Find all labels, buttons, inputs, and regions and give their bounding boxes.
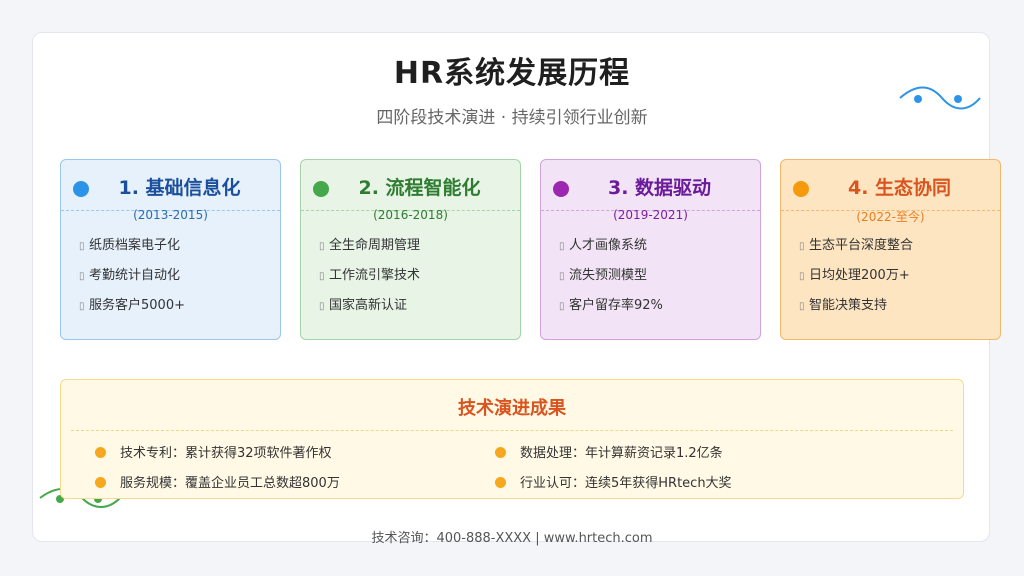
stage-card-3: 3. 数据驱动 (2019-2021) ▯ 人才画像系统 ▯ 流失预测模型 ▯ 客户留… — [540, 159, 761, 340]
bullet-icon: ▯ — [799, 301, 805, 312]
stage-title: 3. 数据驱动 — [607, 177, 712, 199]
result-item-text: 数据处理：年计算薪资记录1.2亿条 — [520, 446, 723, 461]
list-item: ▯ 人才画像系统 — [559, 236, 663, 266]
stage-item-list: ▯ 纸质档案电子化 ▯ 考勤统计自动化 ▯ 服务客户5000+ — [79, 236, 185, 326]
list-item-text: 客户留存率92% — [569, 298, 663, 313]
list-item: ▯ 生态平台深度整合 — [799, 236, 913, 266]
list-item: ▯ 纸质档案电子化 — [79, 236, 185, 266]
stage-dot-icon — [793, 181, 809, 197]
list-item-text: 全生命周期管理 — [329, 238, 421, 253]
list-item: ▯ 考勤统计自动化 — [79, 266, 185, 296]
list-item: ▯ 流失预测模型 — [559, 266, 663, 296]
list-item-text: 流失预测模型 — [569, 268, 648, 283]
list-item: ▯ 服务客户5000+ — [79, 296, 185, 326]
stage-dot-icon — [313, 181, 329, 197]
stage-header: 4. 生态协同 (2022-至今) — [781, 160, 1000, 224]
result-item-text: 行业认可：连续5年获得HRtech大奖 — [520, 476, 732, 491]
result-item: 行业认可：连续5年获得HRtech大奖 — [495, 472, 732, 491]
bullet-icon: ▯ — [799, 241, 805, 252]
stage-header: 3. 数据驱动 (2019-2021) — [541, 160, 760, 222]
bullet-icon: ▯ — [799, 271, 805, 282]
list-item: ▯ 工作流引擎技术 — [319, 266, 420, 296]
stage-card-2: 2. 流程智能化 (2016-2018) ▯ 全生命周期管理 ▯ 工作流引擎技术 ▯… — [300, 159, 521, 340]
list-item-text: 人才画像系统 — [569, 238, 648, 253]
stage-card-1: 1. 基础信息化 (2013-2015) ▯ 纸质档案电子化 ▯ 考勤统计自动化 ▯… — [60, 159, 281, 340]
list-item: ▯ 国家高新认证 — [319, 296, 420, 326]
list-item-text: 考勤统计自动化 — [89, 268, 181, 283]
stage-dot-icon — [553, 181, 569, 197]
list-item: ▯ 客户留存率92% — [559, 296, 663, 326]
bullet-icon: ▯ — [79, 241, 85, 252]
list-item-text: 纸质档案电子化 — [89, 238, 181, 253]
results-title: 技术演进成果 — [458, 398, 566, 419]
result-item: 数据处理：年计算薪资记录1.2亿条 — [495, 442, 723, 461]
bullet-icon: ▯ — [319, 271, 325, 282]
stage-years: (2022-至今) — [856, 210, 925, 224]
stage-title: 1. 基础信息化 — [118, 177, 241, 199]
bullet-icon: ▯ — [559, 241, 565, 252]
result-dot-icon — [495, 447, 506, 458]
result-dot-icon — [95, 477, 106, 488]
stage-years: (2019-2021) — [613, 208, 688, 222]
stage-title: 4. 生态协同 — [847, 177, 952, 199]
stage-title: 2. 流程智能化 — [358, 177, 481, 199]
bullet-icon: ▯ — [79, 301, 85, 312]
list-item-text: 服务客户5000+ — [89, 298, 185, 313]
results-divider — [71, 430, 953, 431]
stage-dot-icon — [73, 181, 89, 197]
stage-years: (2016-2018) — [373, 208, 448, 222]
results-panel: 技术演进成果 技术专利：累计获得32项软件著作权 数据处理：年计算薪资记录1.2… — [60, 379, 964, 499]
result-item: 服务规模：覆盖企业员工总数超800万 — [95, 472, 340, 491]
result-item: 技术专利：累计获得32项软件著作权 — [95, 442, 332, 461]
list-item-text: 工作流引擎技术 — [329, 268, 421, 283]
page-title: HR系统发展历程 — [393, 56, 631, 91]
result-item-text: 技术专利：累计获得32项软件著作权 — [120, 446, 332, 461]
result-dot-icon — [495, 477, 506, 488]
stage-item-list: ▯ 全生命周期管理 ▯ 工作流引擎技术 ▯ 国家高新认证 — [319, 236, 420, 326]
footer-contact: 技术咨询：400-888-XXXX | www.hrtech.com — [371, 531, 653, 546]
stage-header: 1. 基础信息化 (2013-2015) — [61, 160, 280, 222]
bullet-icon: ▯ — [559, 271, 565, 282]
bullet-icon: ▯ — [79, 271, 85, 282]
list-item: ▯ 智能决策支持 — [799, 296, 913, 326]
list-item-text: 智能决策支持 — [809, 298, 888, 313]
list-item-text: 生态平台深度整合 — [809, 238, 914, 253]
page-subtitle: 四阶段技术演进 · 持续引领行业创新 — [376, 108, 648, 128]
list-item: ▯ 日均处理200万+ — [799, 266, 913, 296]
list-item-text: 国家高新认证 — [329, 298, 408, 313]
bullet-icon: ▯ — [319, 241, 325, 252]
stage-years: (2013-2015) — [133, 208, 208, 222]
bullet-icon: ▯ — [319, 301, 325, 312]
stage-header: 2. 流程智能化 (2016-2018) — [301, 160, 520, 222]
result-dot-icon — [95, 447, 106, 458]
list-item-text: 日均处理200万+ — [809, 268, 910, 283]
bullet-icon: ▯ — [559, 301, 565, 312]
list-item: ▯ 全生命周期管理 — [319, 236, 420, 266]
stage-item-list: ▯ 人才画像系统 ▯ 流失预测模型 ▯ 客户留存率92% — [559, 236, 663, 326]
result-item-text: 服务规模：覆盖企业员工总数超800万 — [120, 476, 340, 491]
stage-card-4: 4. 生态协同 (2022-至今) ▯ 生态平台深度整合 ▯ 日均处理200万+ ▯… — [780, 159, 1001, 340]
wave-top-right-icon — [899, 86, 981, 110]
stage-item-list: ▯ 生态平台深度整合 ▯ 日均处理200万+ ▯ 智能决策支持 — [799, 236, 913, 326]
